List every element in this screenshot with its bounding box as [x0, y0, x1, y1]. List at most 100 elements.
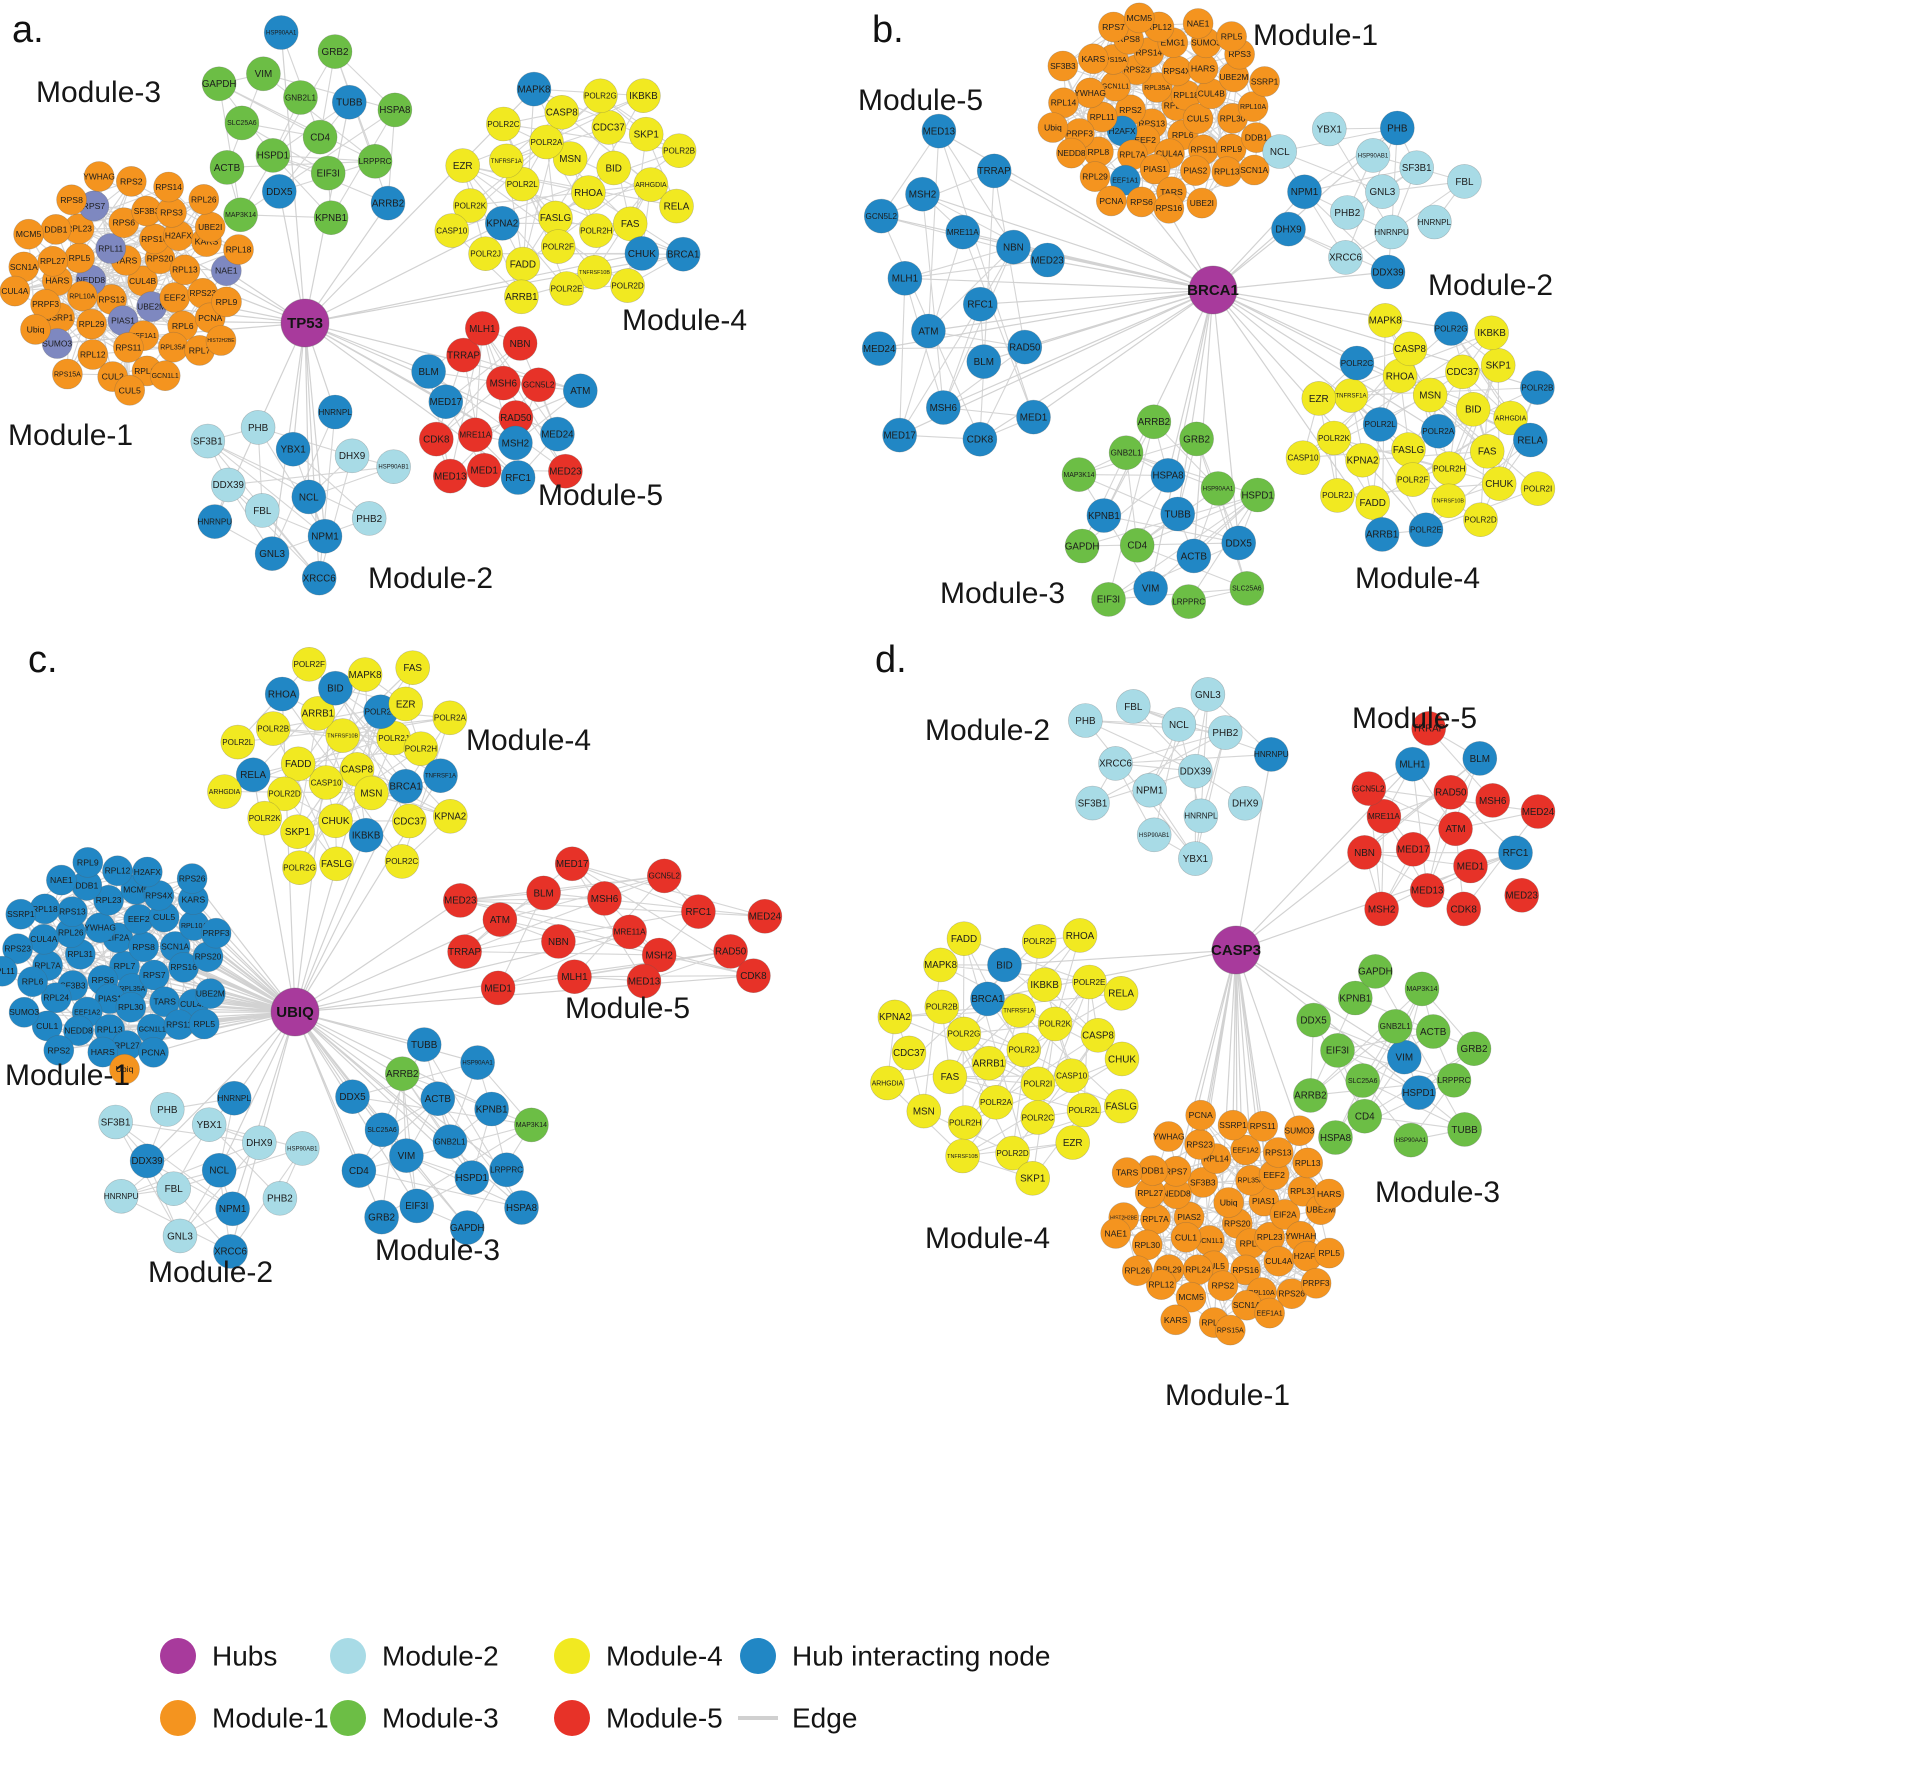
gene-node-label: TNFRSF10B [327, 733, 358, 739]
gene-node-TNFRSF10B [1431, 483, 1466, 519]
legend-swatch-hub [160, 1638, 196, 1674]
gene-node-MED17 [882, 417, 917, 453]
gene-node-NCL [1161, 707, 1197, 742]
gene-node-label: EEF1A1 [1257, 1310, 1283, 1317]
gene-node-ARRB2 [1293, 1078, 1328, 1113]
gene-node-CUL5 [1182, 103, 1214, 134]
gene-node-POLR2D [610, 268, 645, 303]
gene-node-label: GCN1L1 [139, 1026, 166, 1033]
gene-node-POLR2H [403, 731, 439, 767]
gene-node-label: MSH2 [909, 190, 936, 201]
gene-node-ARHGDIA [207, 774, 242, 809]
gene-node-RPL11 [95, 233, 126, 264]
gene-node-label: RPL30 [118, 1002, 144, 1012]
module-label: Module-5 [858, 84, 983, 117]
gene-node-KARS [1078, 43, 1109, 75]
gene-node-label: EZR [396, 699, 416, 710]
gene-node-label: RPS7 [143, 970, 166, 980]
gene-node-BLM [411, 354, 446, 389]
gene-node-label: RPL7A [1119, 150, 1146, 160]
gene-node-label: RPL23 [66, 224, 92, 234]
gene-node-VIM [246, 56, 281, 92]
gene-node-MSH2 [905, 176, 940, 212]
gene-node-FAS [612, 206, 648, 242]
gene-node-FBL [1447, 164, 1482, 199]
gene-node-CASP10 [434, 213, 470, 248]
gene-node-label: POLR2B [926, 1003, 958, 1012]
gene-node-label: RPS11 [1250, 1121, 1276, 1131]
gene-node-label: RFC1 [686, 907, 712, 918]
gene-node-RPS2 [43, 1035, 75, 1066]
gene-node-RPS8 [56, 184, 87, 216]
gene-node-POLR2H [578, 213, 614, 248]
gene-node-RPL27 [37, 245, 69, 277]
gene-node-label: RPL29 [1156, 1264, 1182, 1274]
gene-node-label: POLR2K [454, 201, 487, 210]
gene-node-RHOA [571, 175, 606, 210]
gene-node-label: HSPA8 [1320, 1133, 1351, 1144]
gene-node-label: ATM [918, 326, 938, 337]
gene-node-label: RPL5 [69, 253, 91, 263]
gene-node-label: POLR2D [1464, 515, 1497, 524]
gene-node-label: IKBKB [352, 830, 381, 841]
gene-node-label: FADD [285, 759, 311, 770]
gene-node-ACTB [420, 1081, 456, 1116]
gene-node-DDX39 [1370, 254, 1406, 290]
gene-node-MLH1 [1395, 746, 1430, 782]
gene-node-MSH6 [587, 881, 622, 916]
gene-node-label: PIAS1 [111, 315, 135, 325]
gene-node-NPM1 [307, 518, 343, 554]
gene-node-TUBB [1160, 496, 1195, 532]
gene-node-label: CUL4A [1156, 149, 1183, 159]
gene-node-SF3B3 [1187, 1167, 1219, 1198]
gene-node-label: LRPPRC [359, 157, 392, 166]
module-label: Module-5 [565, 992, 690, 1025]
gene-node-label: TRRAP [447, 350, 480, 361]
gene-node-HSP90AB1 [376, 449, 411, 485]
gene-node-label: NCL [209, 1166, 229, 1177]
gene-node-label: RPS3 [160, 207, 183, 217]
legend-label: Module-2 [382, 1641, 499, 1672]
gene-node-label: NAE1 [50, 875, 73, 885]
gene-node-PHB2 [351, 501, 387, 536]
gene-node-label: RPL11 [1090, 112, 1115, 122]
gene-node-label: POLR2F [1023, 937, 1055, 946]
gene-node-POLR2B [924, 989, 960, 1025]
gene-node-TARS [1111, 1157, 1143, 1188]
gene-node-label: CUL2 [102, 372, 124, 382]
gene-node-BRCA1 [665, 236, 701, 272]
gene-node-CHUK [1481, 466, 1517, 501]
gene-node-label: FAS [941, 1072, 960, 1083]
gene-node-YBX1 [1312, 111, 1347, 147]
gene-node-label: RPL5 [1221, 32, 1243, 42]
panel-letter: a. [12, 9, 44, 51]
gene-node-label: HSPD1 [456, 1173, 488, 1184]
gene-node-SLC25A6 [1229, 571, 1265, 606]
gene-node-label: NBN [1003, 242, 1024, 253]
gene-node-label: PHB2 [1212, 728, 1238, 739]
gene-node-HSP90AB1 [1136, 817, 1172, 853]
gene-node-EEF1A2 [1230, 1134, 1261, 1166]
gene-node-label: GNB2L1 [285, 93, 317, 102]
gene-node-label: GNB2L1 [1111, 448, 1143, 457]
gene-node-HSPA8 [504, 1190, 539, 1225]
gene-node-PHB2 [1330, 195, 1365, 230]
gene-node-label: HNRNPL [218, 1094, 252, 1103]
gene-node-label: RPS7 [1102, 22, 1125, 32]
gene-node-MED17 [1395, 831, 1431, 867]
gene-node-POLR2E [549, 271, 584, 306]
gene-node-label: POLR2E [1410, 526, 1443, 535]
gene-node-label: DDX5 [339, 1092, 366, 1103]
panel-c: CASP8CASP10TNFRSF10BMSNFADDPOLR2JCHUKARR… [0, 639, 783, 1289]
gene-node-VIM [1133, 570, 1168, 606]
gene-node-CDK8 [418, 421, 454, 457]
gene-node-label: CUL5 [119, 385, 141, 395]
gene-node-MAP3K14 [223, 197, 258, 233]
gene-node-label: DDX39 [131, 1156, 162, 1167]
gene-node-ATM [562, 373, 598, 409]
gene-node-TUBB [331, 84, 367, 120]
gene-node-FAS [932, 1059, 968, 1095]
gene-node-GRB2 [317, 34, 353, 69]
gene-node-MCM5 [1175, 1281, 1207, 1313]
gene-node-DHX9 [1227, 785, 1263, 821]
